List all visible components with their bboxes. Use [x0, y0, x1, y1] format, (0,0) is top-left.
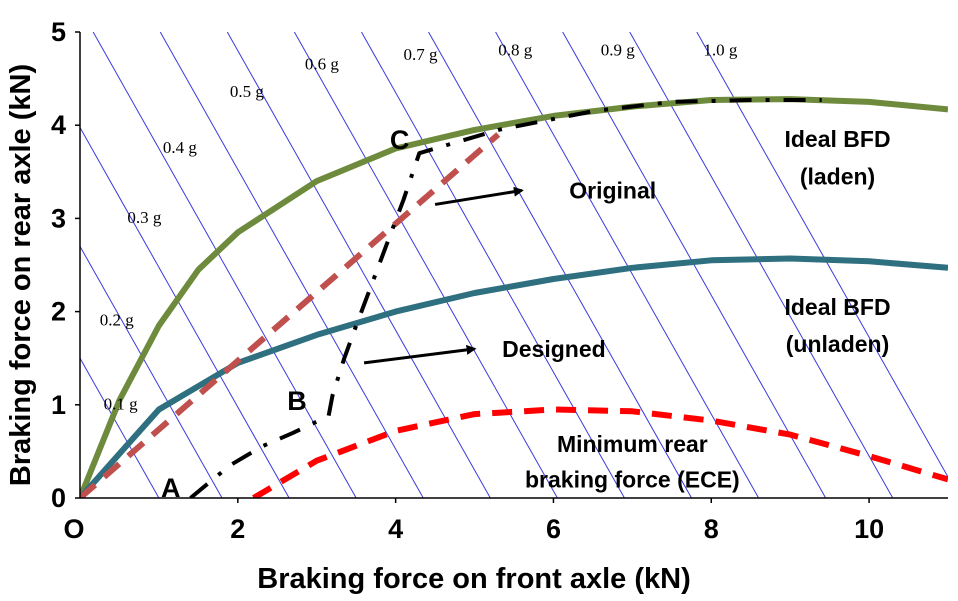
annotation-braking-force-ece: braking force (ECE)	[525, 466, 740, 492]
point-label-a: A	[161, 473, 181, 503]
origin-label: O	[63, 514, 84, 544]
labels-layer: 2 4 6 8 10 0 1 2 3 4 5O Braking force on front axle…	[5, 17, 891, 595]
x-tick-label-4: 4	[388, 514, 403, 544]
series-ideal-bfd-laden	[80, 96, 948, 498]
x-axis-title: Braking force on front axle (kN)	[257, 563, 690, 595]
iso-line-7	[361, 32, 625, 498]
y-axis-title: Braking force on rear axle (kN)	[5, 64, 37, 486]
iso-label-1: 0.2 g	[100, 311, 134, 330]
y-tick-label-3: 3	[51, 203, 66, 233]
y-tick-label-2: 2	[51, 297, 66, 327]
iso-line-8	[428, 32, 692, 498]
iso-line-2	[80, 126, 290, 498]
annotation-original: Original	[569, 177, 656, 203]
iso-line-12	[696, 32, 948, 479]
iso-line-3	[92, 32, 357, 498]
arrow-original	[434, 186, 524, 206]
iso-line-0	[80, 357, 160, 498]
arrow-designed	[363, 344, 477, 365]
series-layer	[80, 96, 948, 498]
y-tick-label-5: 5	[51, 17, 66, 47]
annotation-laden: (laden)	[800, 163, 875, 189]
annotation-unladen: (unladen)	[786, 331, 890, 357]
iso-label-3: 0.4 g	[163, 138, 198, 157]
x-tick-label-10: 10	[854, 514, 884, 544]
y-tick-label-1: 1	[51, 390, 66, 420]
series-designed	[189, 98, 822, 498]
iso-line-1	[80, 245, 223, 498]
series-minimum-rear-braking-force-ece	[252, 406, 948, 498]
iso-label-8: 0.9 g	[601, 40, 636, 59]
iso-label-5: 0.6 g	[305, 54, 340, 73]
iso-line-4	[159, 32, 424, 498]
x-tick-label-6: 6	[546, 514, 561, 544]
point-label-b: B	[287, 386, 307, 416]
iso-line-6	[293, 32, 558, 498]
annotation-ideal-bfd: Ideal BFD	[784, 126, 890, 152]
iso-label-2: 0.3 g	[127, 208, 162, 227]
annotation-minimum-rear: Minimum rear	[557, 431, 708, 457]
y-tick-label-4: 4	[51, 110, 66, 140]
axes	[75, 31, 948, 503]
x-tick-label-2: 2	[230, 514, 245, 544]
series-original	[80, 132, 501, 498]
iso-line-11	[629, 32, 894, 498]
iso-deceleration-lines	[80, 32, 948, 498]
iso-label-6: 0.7 g	[404, 45, 439, 64]
point-label-c: C	[390, 125, 410, 155]
iso-label-7: 0.8 g	[498, 40, 532, 59]
annotation-designed: Designed	[502, 336, 606, 362]
iso-line-9	[495, 32, 760, 498]
iso-label-9: 1.0 g	[703, 40, 738, 59]
iso-label-4: 0.5 g	[230, 82, 265, 101]
iso-label-0: 0.1 g	[104, 394, 139, 413]
annotation-ideal-bfd: Ideal BFD	[784, 294, 890, 320]
iso-line-5	[226, 32, 491, 498]
y-tick-label-0: 0	[51, 483, 66, 513]
x-tick-label-8: 8	[704, 514, 719, 544]
